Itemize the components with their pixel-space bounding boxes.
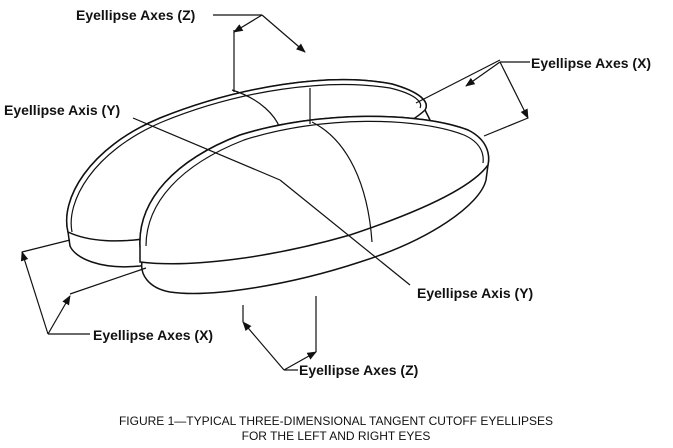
axis-x-left-outer-line	[21, 239, 71, 253]
axis-y-lower-line	[279, 179, 411, 286]
label-axes-z-top: Eyellipse Axes (Z)	[76, 7, 195, 23]
axis-y-upper-line	[132, 117, 281, 181]
axes-x-right-arrow-down	[499, 61, 529, 119]
label-axis-y-left: Eyellipse Axis (Y)	[4, 102, 120, 118]
axes-z-bottom-arrow-right	[283, 351, 317, 371]
label-axes-x-left: Eyellipse Axes (X)	[93, 327, 213, 343]
right-eyellipse-section-line	[311, 121, 373, 243]
figure-caption-line-1: FIGURE 1—TYPICAL THREE-DIMENSIONAL TANGE…	[119, 414, 553, 428]
label-axes-x-right: Eyellipse Axes (X)	[531, 55, 651, 71]
axes-x-right-arrow-up	[465, 61, 501, 87]
label-axis-y-right: Eyellipse Axis (Y)	[417, 285, 533, 301]
axes-z-top-arrow-left	[233, 14, 263, 33]
axes-z-top-arrow-right	[261, 14, 306, 53]
right-eyellipse-rim	[145, 120, 484, 247]
axis-x-left-inner-line	[69, 267, 147, 295]
axes-x-left-arrow-up	[20, 251, 49, 335]
right-eyellipse	[139, 115, 490, 295]
axes-x-left-arrow-right	[47, 295, 71, 335]
axis-x-right-upper-line	[415, 59, 501, 104]
label-axes-z-bottom: Eyellipse Axes (Z)	[299, 362, 418, 378]
axes-z-bottom-arrow-left	[242, 321, 285, 371]
axis-x-right-lower-line	[483, 117, 529, 137]
left-eyellipse-rim	[70, 83, 422, 233]
figure-caption-line-2: FOR THE LEFT AND RIGHT EYES	[242, 429, 431, 443]
right-eyellipse-top-shell	[139, 115, 490, 265]
